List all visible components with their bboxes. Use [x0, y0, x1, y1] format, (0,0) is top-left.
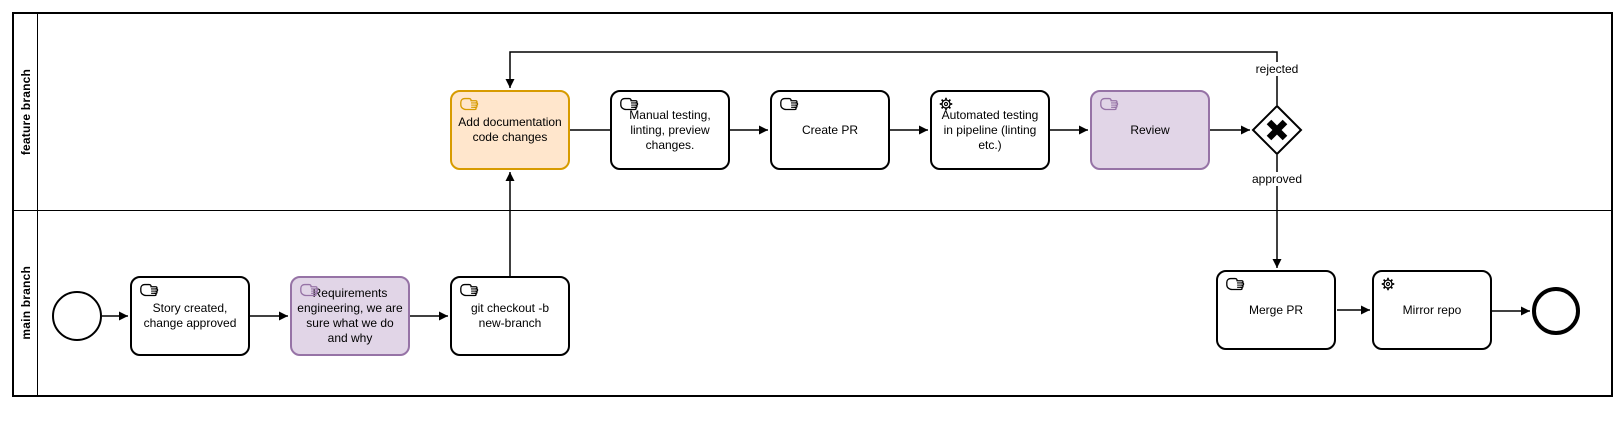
lane-feature-branch-header: feature branch — [14, 14, 38, 210]
lane-label: feature branch — [18, 68, 33, 156]
task-add-documentation: Add documentation code changes — [450, 90, 570, 170]
start-event — [52, 291, 102, 341]
task-mirror-repo: Mirror repo — [1372, 270, 1492, 350]
task-review: Review — [1090, 90, 1210, 170]
task-label: Mirror repo — [1402, 302, 1462, 317]
task-label: Automated testing in pipeline (linting e… — [941, 107, 1039, 152]
exclusive-gateway — [1251, 104, 1303, 156]
lane-main-branch-header: main branch — [14, 211, 38, 395]
manual-task-hand-icon — [1224, 276, 1245, 296]
task-git-checkout: git checkout -b new-branch — [450, 276, 570, 356]
task-label: Add documentation code changes — [458, 115, 562, 144]
task-manual-testing: Manual testing, linting, preview changes… — [610, 90, 730, 170]
task-requirements-engineering: Requirements engineering, we are sure wh… — [290, 276, 410, 356]
task-create-pr: Create PR — [770, 90, 890, 170]
task-label: Manual testing, linting, preview changes… — [629, 107, 711, 152]
task-label: Requirements engineering, we are sure wh… — [297, 286, 403, 345]
task-label: Create PR — [801, 122, 859, 137]
process-pool: feature branch main branch — [12, 12, 1613, 397]
x-cross-icon — [1266, 119, 1288, 141]
end-event — [1532, 287, 1580, 335]
task-automated-testing: Automated testing in pipeline (linting e… — [930, 90, 1050, 170]
flow-label-rejected: rejected — [1252, 62, 1302, 76]
task-label: Merge PR — [1248, 302, 1304, 317]
manual-task-hand-icon — [618, 96, 639, 116]
manual-task-hand-icon — [458, 96, 479, 116]
task-label: Story created, change approved — [143, 301, 237, 330]
task-story-created: Story created, change approved — [130, 276, 250, 356]
task-label: git checkout -b new-branch — [470, 301, 550, 330]
manual-task-hand-icon — [1098, 96, 1119, 116]
task-label: Review — [1130, 122, 1170, 137]
lane-feature-branch: feature branch — [14, 14, 1611, 211]
task-merge-pr: Merge PR — [1216, 270, 1336, 350]
manual-task-hand-icon — [298, 282, 319, 302]
service-task-gear-icon — [1380, 276, 1396, 296]
lane-main-branch: main branch — [14, 211, 1611, 395]
manual-task-hand-icon — [138, 282, 159, 302]
flow-label-approved: approved — [1248, 172, 1306, 186]
lane-label: main branch — [18, 266, 33, 340]
service-task-gear-icon — [938, 96, 954, 116]
manual-task-hand-icon — [458, 282, 479, 302]
manual-task-hand-icon — [778, 96, 799, 116]
